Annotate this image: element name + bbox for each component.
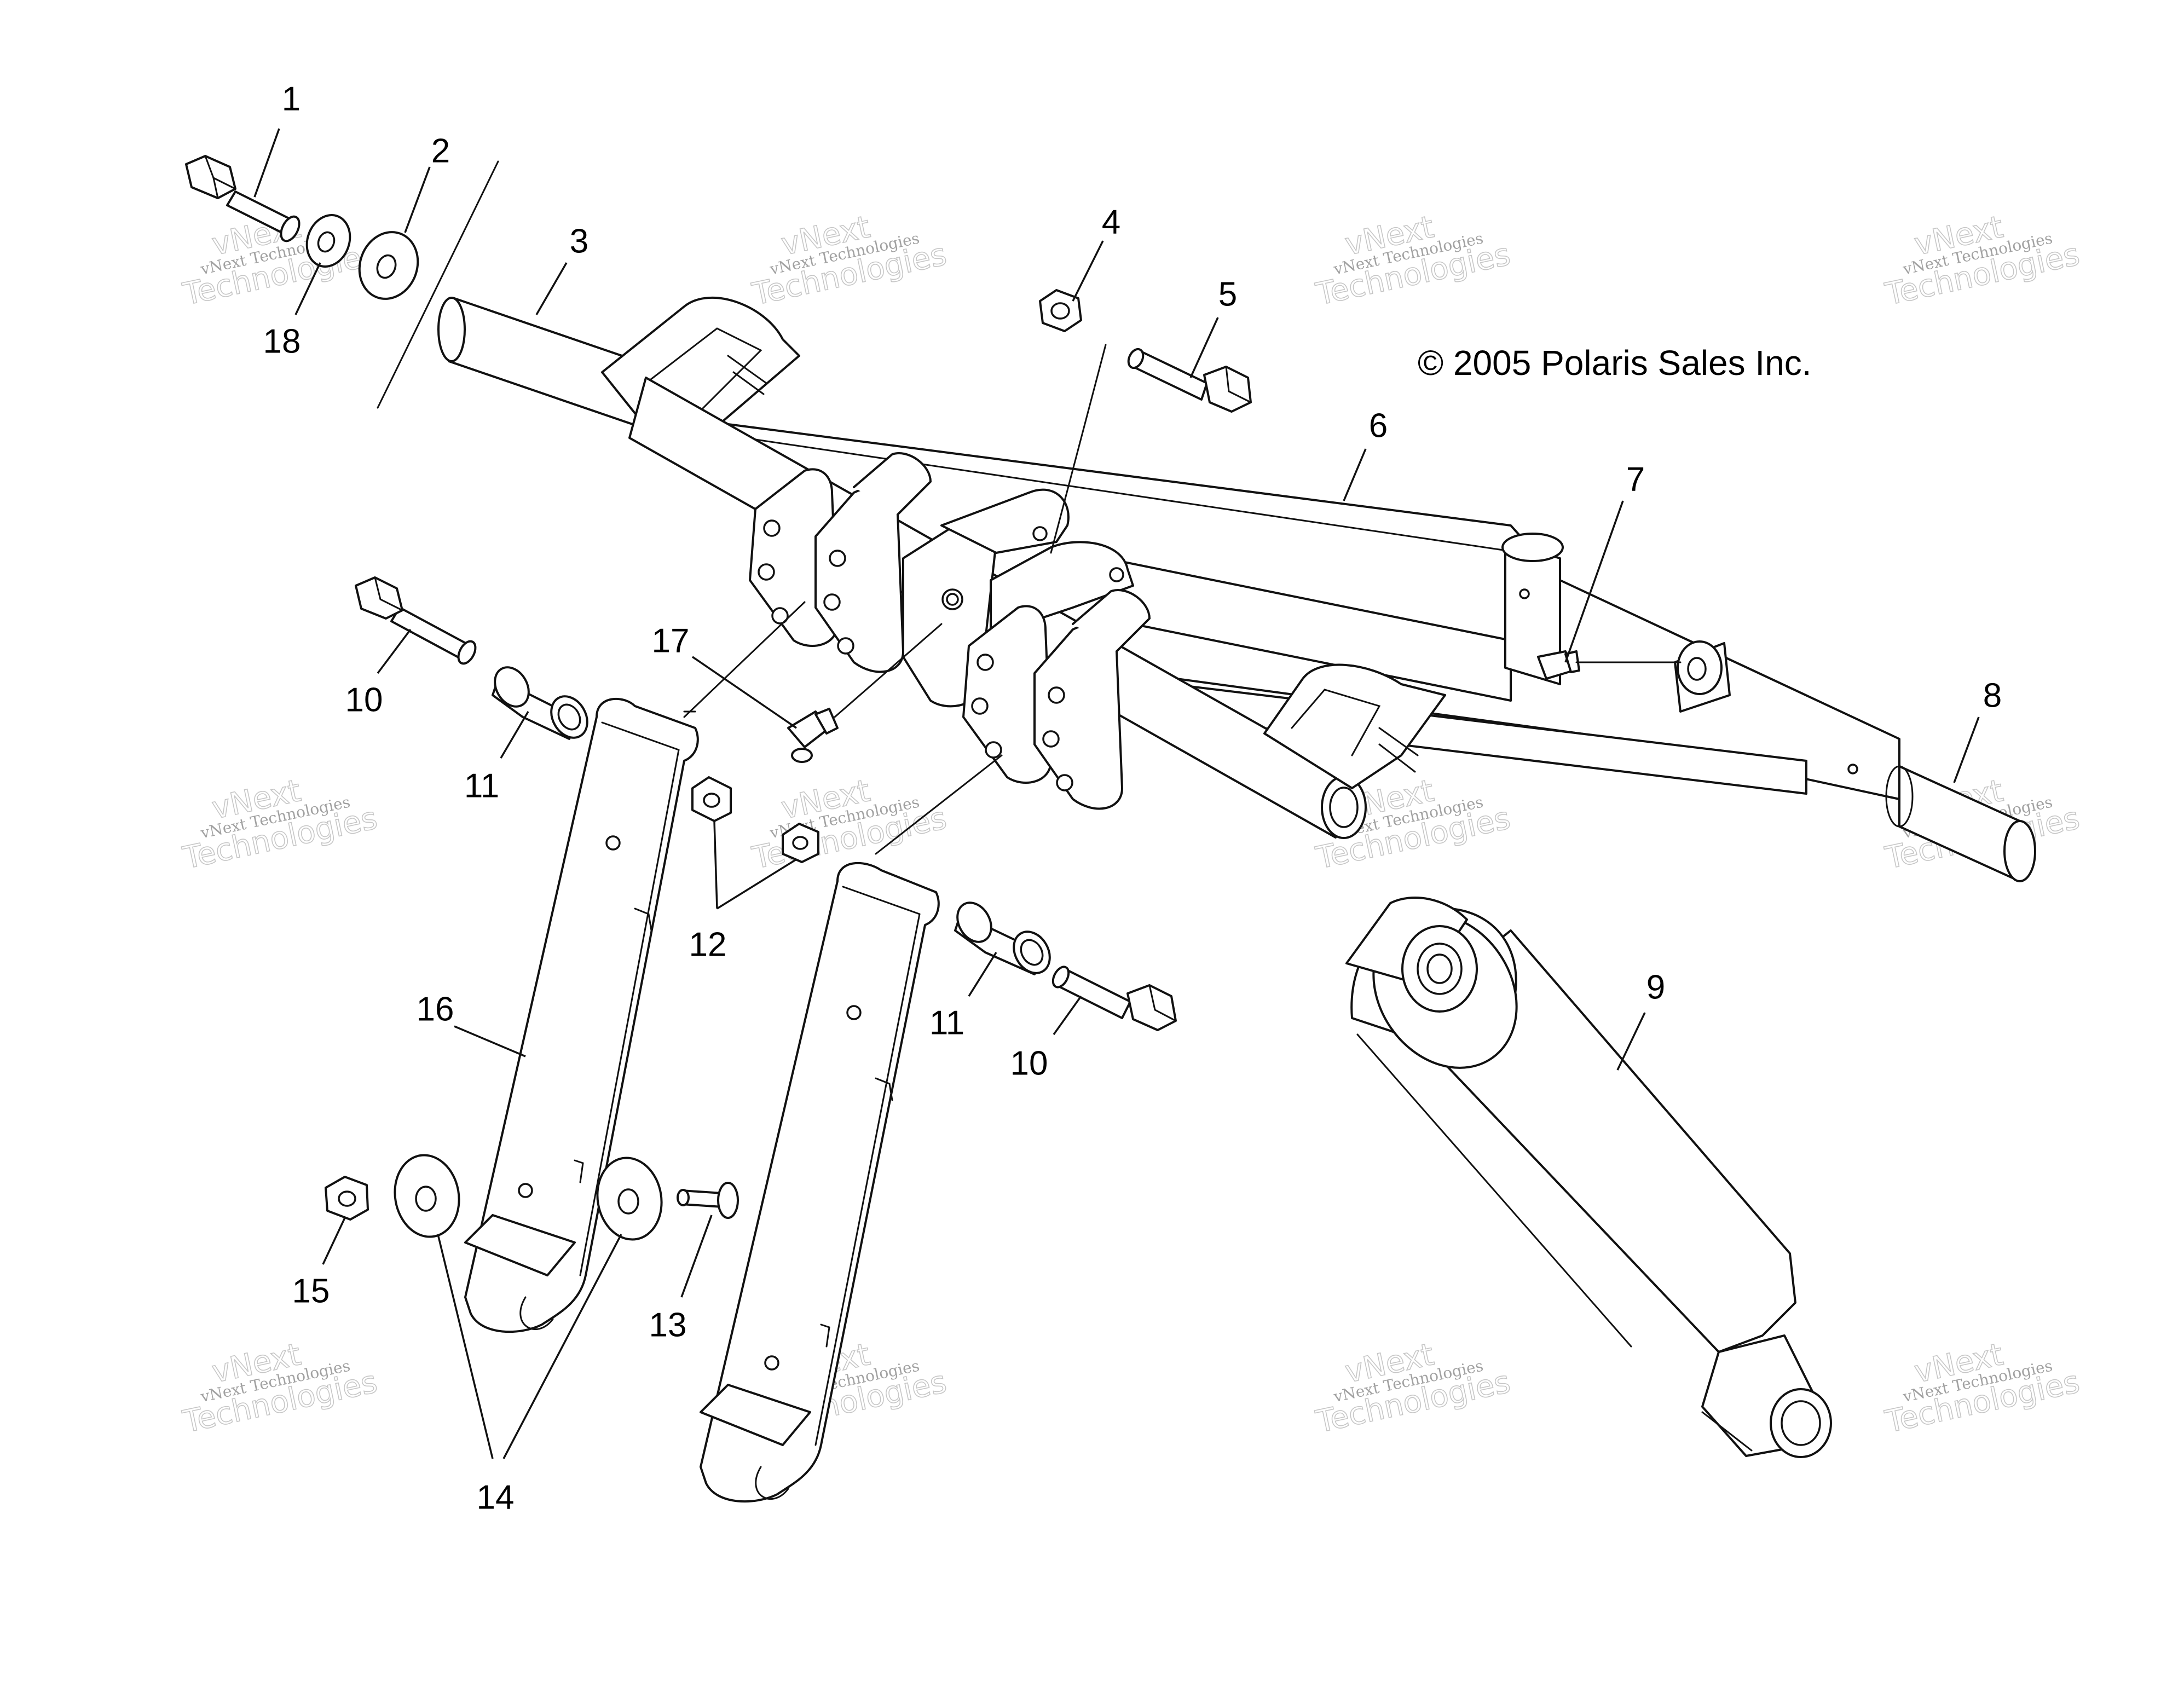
part-18-lock-washer — [305, 214, 351, 268]
part-13-bolt — [677, 1182, 739, 1219]
callout-10b: 10 — [1010, 995, 1082, 1082]
svg-text:10: 10 — [1010, 1044, 1048, 1082]
part-3-front-shaft — [437, 297, 800, 428]
watermark: vNext vNext Technologies Technologies — [180, 1336, 381, 1440]
part-8-shaft-end — [1885, 765, 2036, 882]
mount-plate-center-b — [940, 488, 1070, 554]
callout-4: 4 — [1072, 203, 1120, 302]
part-2-flat-washer — [358, 231, 419, 300]
part-12-locknut-a — [691, 776, 732, 822]
guide-line — [875, 754, 1003, 855]
svg-text:12: 12 — [689, 926, 727, 963]
part-9-shock-absorber — [1345, 897, 1832, 1458]
callout-16: 16 — [417, 990, 526, 1057]
callout-2: 2 — [404, 132, 450, 233]
svg-text:15: 15 — [292, 1272, 330, 1310]
watermark: vNext vNext Technologies Technologies — [1882, 209, 2083, 313]
watermark: vNext vNext Technologies Technologies — [1313, 1336, 1514, 1440]
part-10-bolt-lower — [1051, 966, 1177, 1031]
svg-text:2: 2 — [431, 132, 450, 170]
separation-line — [377, 160, 499, 409]
callout-17: 17 — [652, 622, 797, 729]
watermark: vNext vNext Technologies Technologies — [1882, 1336, 2083, 1440]
callout-11b: 11 — [929, 952, 997, 1042]
link-arm-right — [700, 862, 940, 1503]
svg-text:10: 10 — [345, 681, 383, 719]
part-17-grease-fitting — [787, 623, 943, 763]
part-16-link-arm-left — [464, 698, 699, 1333]
svg-text:14: 14 — [477, 1478, 515, 1516]
mount-plate-left-inner — [814, 452, 932, 673]
part-12-locknut-b — [782, 823, 819, 863]
callouts: 1 2 3 4 5 6 7 8 — [253, 80, 2002, 1516]
part-15-locknut — [325, 1176, 369, 1221]
callout-12: 12 — [689, 820, 797, 963]
part-4-nut — [1039, 289, 1082, 332]
callout-5: 5 — [1189, 275, 1237, 378]
svg-text:9: 9 — [1646, 968, 1665, 1006]
part-7-grease-fitting — [1537, 650, 1682, 680]
callout-8: 8 — [1953, 677, 2002, 783]
svg-text:11: 11 — [464, 767, 499, 805]
watermark: vNext vNext Technologies Technologies — [749, 209, 950, 313]
guide-line — [683, 601, 806, 718]
svg-text:1: 1 — [282, 80, 301, 118]
callout-9: 9 — [1616, 968, 1665, 1071]
callout-18: 18 — [263, 262, 321, 360]
part-5-bolt — [1127, 348, 1252, 413]
part-14-washer-b — [596, 1157, 663, 1241]
part-10-bolt-upper — [355, 576, 477, 665]
svg-text:3: 3 — [570, 222, 588, 260]
svg-text:8: 8 — [1983, 677, 2002, 714]
callout-13: 13 — [649, 1215, 713, 1344]
part-11-bushing-lower — [954, 901, 1051, 975]
part-5-guide-line — [1050, 344, 1107, 554]
callout-10a: 10 — [345, 628, 412, 719]
callout-3: 3 — [535, 222, 588, 315]
part-11-bushing-upper — [492, 666, 588, 740]
copyright-text: © 2005 Polaris Sales Inc. — [1418, 343, 1812, 383]
callout-15: 15 — [292, 1217, 346, 1310]
watermark: vNext vNext Technologies Technologies — [180, 772, 381, 876]
svg-text:5: 5 — [1218, 275, 1237, 313]
svg-text:6: 6 — [1369, 407, 1388, 444]
watermark: vNext vNext Technologies Technologies — [749, 772, 950, 876]
svg-text:18: 18 — [263, 322, 301, 360]
callout-6: 6 — [1343, 407, 1388, 501]
callout-1: 1 — [253, 80, 301, 198]
svg-text:4: 4 — [1102, 203, 1120, 241]
watermark: vNext vNext Technologies Technologies — [1313, 209, 1514, 313]
callout-11a: 11 — [464, 711, 529, 805]
part-14-washer-a — [394, 1154, 460, 1238]
mount-plate-right-inner — [1033, 589, 1151, 810]
parts — [185, 155, 2036, 1503]
part-1-bolt — [185, 155, 301, 242]
callout-14: 14 — [437, 1234, 622, 1516]
svg-text:17: 17 — [652, 622, 690, 660]
callout-7: 7 — [1564, 460, 1645, 663]
svg-text:13: 13 — [649, 1306, 687, 1344]
svg-text:16: 16 — [417, 990, 454, 1028]
svg-text:11: 11 — [929, 1004, 964, 1042]
svg-text:7: 7 — [1626, 460, 1645, 498]
